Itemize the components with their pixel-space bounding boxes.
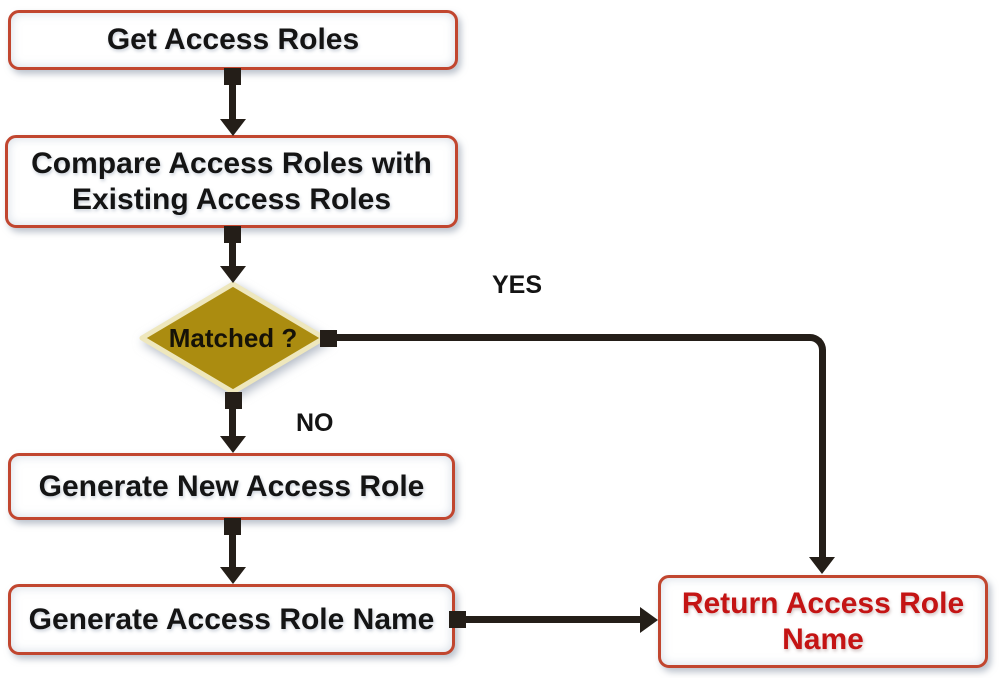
node-compare-access-roles-label: Compare Access Roles with Existing Acces… xyxy=(31,146,432,216)
arrow-gennew-to-genname-shaft xyxy=(229,520,236,568)
arrow-genname-to-return-head-icon xyxy=(640,607,658,633)
node-generate-access-role-name: Generate Access Role Name xyxy=(8,584,455,655)
arrow-get-to-compare-head-icon xyxy=(220,119,246,136)
node-return-access-role-name-label: Return Access Role Name xyxy=(681,586,965,656)
arrow-genname-to-return-shaft xyxy=(451,616,641,623)
node-get-access-roles: Get Access Roles xyxy=(8,10,458,70)
edge-label-no: NO xyxy=(296,409,334,437)
node-matched-decision-label: Matched ? xyxy=(168,322,298,353)
arrow-get-to-compare-shaft xyxy=(229,70,236,122)
arrow-no-shaft xyxy=(229,394,236,438)
node-get-access-roles-label: Get Access Roles xyxy=(106,23,360,56)
node-compare-access-roles: Compare Access Roles with Existing Acces… xyxy=(5,135,458,228)
node-generate-new-access-role: Generate New Access Role xyxy=(8,453,455,520)
arrow-compare-to-matched-shaft xyxy=(229,228,236,268)
edge-label-yes: YES xyxy=(492,271,543,299)
arrow-gennew-to-genname-head-icon xyxy=(220,567,246,584)
arrow-yes-head-icon xyxy=(809,557,835,574)
node-matched-decision: Matched ? xyxy=(136,278,330,398)
arrow-no-head-icon xyxy=(220,436,246,453)
arrow-yes-elbow-shaft xyxy=(324,334,826,560)
arrow-compare-to-matched-head-icon xyxy=(220,266,246,283)
node-generate-new-access-role-label: Generate New Access Role xyxy=(38,469,425,503)
node-return-access-role-name: Return Access Role Name xyxy=(658,575,988,668)
node-generate-access-role-name-label: Generate Access Role Name xyxy=(28,602,435,636)
